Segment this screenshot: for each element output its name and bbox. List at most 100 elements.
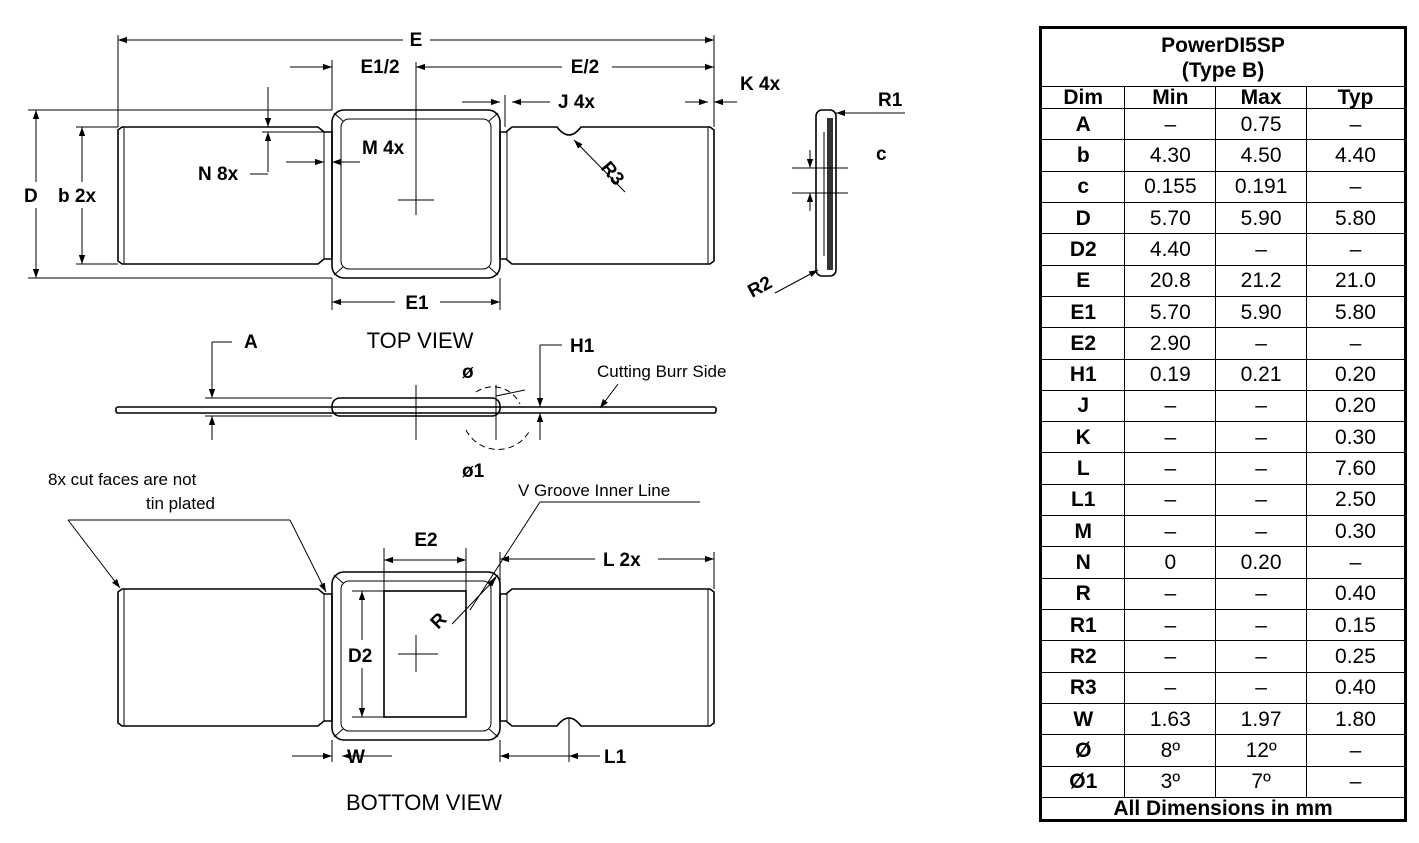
table-dim-name-cell: L: [1040, 452, 1126, 485]
table-value-cell: 5.80: [1305, 201, 1406, 235]
table-value-cell: –: [1305, 107, 1406, 141]
table-dim-name-cell: A: [1040, 107, 1126, 141]
dim-label-b: b 2x: [58, 186, 96, 207]
table-value-cell: 0.19: [1124, 358, 1217, 391]
table-value-cell: –: [1215, 577, 1307, 611]
end-view: R1 c R2: [744, 90, 905, 302]
table-dim-name-cell: H1: [1040, 358, 1126, 391]
table-value-cell: –: [1305, 327, 1406, 360]
top-view: E E1/2 E/2 K 4x J 4x D b 2x: [24, 30, 781, 353]
table-value-cell: 20.8: [1124, 264, 1217, 297]
table-value-cell: –: [1215, 452, 1307, 485]
table-dim-name-cell: W: [1040, 702, 1126, 736]
table-value-cell: 4.40: [1124, 233, 1217, 266]
dim-label-E-half: E/2: [571, 57, 600, 78]
table-row: M––0.30: [1040, 515, 1406, 548]
table-value-cell: –: [1215, 327, 1307, 360]
table-dim-name-cell: R: [1040, 577, 1126, 611]
table-value-cell: 4.40: [1305, 139, 1406, 172]
table-value-cell: 7º: [1215, 765, 1307, 799]
dim-label-phi1: ø1: [462, 461, 485, 482]
table-value-cell: 1.63: [1124, 702, 1217, 736]
dim-label-K: K 4x: [740, 74, 781, 95]
table-row: L1––2.50: [1040, 483, 1406, 517]
table-value-cell: 4.50: [1215, 139, 1307, 172]
table-value-cell: 5.80: [1305, 295, 1406, 329]
table-value-cell: –: [1124, 640, 1217, 673]
table-header-cell: Dim: [1040, 86, 1126, 109]
table-header-cell: Typ: [1305, 86, 1406, 109]
table-header-cell: Min: [1124, 86, 1217, 109]
table-value-cell: –: [1124, 107, 1217, 141]
dim-label-E1-half: E1/2: [360, 57, 399, 78]
table-footer-row: All Dimensions in mm: [1041, 797, 1405, 820]
table-value-cell: 0.20: [1305, 389, 1406, 423]
bottom-package-body: [331, 571, 501, 741]
table-value-cell: 2.50: [1305, 483, 1406, 517]
table-footer: All Dimensions in mm: [1041, 797, 1405, 820]
table-dim-name-cell: J: [1040, 389, 1126, 423]
table-value-cell: 5.70: [1124, 201, 1217, 235]
table-dim-name-cell: Ø: [1040, 734, 1126, 767]
table-dim-name-cell: Ø1: [1040, 765, 1126, 799]
table-header-cell: Max: [1215, 86, 1307, 109]
table-value-cell: 0.155: [1124, 170, 1217, 203]
table-value-cell: 0.40: [1305, 671, 1406, 704]
table-value-cell: –: [1124, 421, 1217, 454]
dim-label-L1: L1: [604, 747, 627, 768]
table-dim-name-cell: D2: [1040, 233, 1126, 266]
dim-label-E: E: [410, 30, 423, 51]
table-row: R1––0.15: [1040, 608, 1406, 642]
table-value-cell: 0.25: [1305, 640, 1406, 673]
table-row: R––0.40: [1040, 577, 1406, 611]
table-value-cell: 21.2: [1215, 264, 1307, 297]
table-value-cell: –: [1124, 577, 1217, 611]
table-title-line2: (Type B): [1181, 58, 1265, 82]
dim-label-D: D: [24, 186, 38, 207]
table-value-cell: 0.30: [1305, 515, 1406, 548]
table-value-cell: 4.30: [1124, 139, 1217, 172]
table-value-cell: –: [1215, 233, 1307, 266]
table-value-cell: 1.97: [1215, 702, 1307, 736]
table-row: A–0.75–: [1040, 107, 1406, 141]
dim-label-L: L 2x: [603, 550, 641, 571]
table-row: L––7.60: [1040, 452, 1406, 485]
right-terminal: [499, 126, 715, 265]
table-value-cell: 21.0: [1305, 264, 1406, 297]
table-dim-name-cell: M: [1040, 515, 1126, 548]
table-value-cell: 7.60: [1305, 452, 1406, 485]
dim-label-R2: R2: [744, 272, 775, 302]
table-value-cell: –: [1215, 389, 1307, 423]
dim-label-A: A: [244, 332, 258, 353]
table-value-cell: 0: [1124, 546, 1217, 579]
table-value-cell: –: [1305, 233, 1406, 266]
table-value-cell: –: [1215, 483, 1307, 517]
dim-label-R1: R1: [878, 90, 903, 111]
table-value-cell: 0.20: [1215, 546, 1307, 579]
exposed-pad: [383, 590, 467, 718]
top-view-title: TOP VIEW: [367, 328, 474, 353]
package-outline-drawing: E E1/2 E/2 K 4x J 4x D b 2x: [24, 30, 905, 815]
dim-label-H1: H1: [570, 336, 595, 357]
table-value-cell: 0.20: [1305, 358, 1406, 391]
table-value-cell: –: [1124, 452, 1217, 485]
table-value-cell: 5.70: [1124, 295, 1217, 329]
table-value-cell: –: [1305, 765, 1406, 799]
bottom-left-terminal: [117, 588, 333, 727]
table-title-row: PowerDI5SP (Type B): [1041, 28, 1405, 87]
table-value-cell: –: [1124, 608, 1217, 642]
table-title-line1: PowerDI5SP: [1161, 33, 1285, 57]
